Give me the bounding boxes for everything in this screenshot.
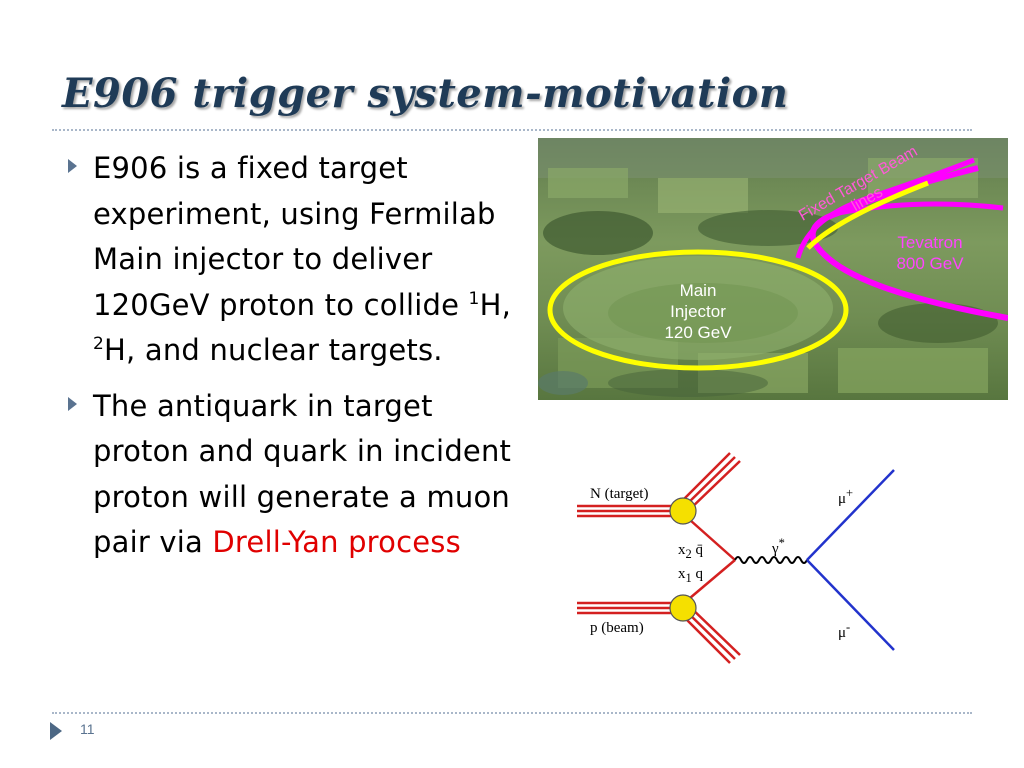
page-number: 11 [80, 721, 95, 737]
photon-symbol: γ [772, 541, 779, 557]
mu-plus-symbol: μ [838, 491, 847, 507]
bullet-text-part: H, and nuclear targets. [104, 333, 443, 367]
mu-plus-superscript: + [846, 486, 854, 500]
target-label: N (target) [590, 486, 649, 502]
photon-label: γ* [772, 536, 785, 558]
bullet-text-part: E906 is a fixed target experiment, using… [93, 151, 496, 322]
feynman-graphic [577, 452, 895, 664]
x2-subscript: 2 [685, 547, 692, 561]
main-injector-label-line: Injector [670, 302, 726, 321]
bullet-arrow-icon [68, 159, 77, 173]
x1-quark-label: x1 q [678, 566, 703, 586]
slide-title: E906 trigger system-motivation [62, 70, 789, 117]
x1-label: x [678, 566, 686, 582]
mu-plus-label: μ+ [838, 486, 853, 508]
superscript-2: 2 [93, 334, 105, 354]
mu-minus-label: μ- [838, 620, 850, 642]
slide-marker-icon [50, 722, 62, 740]
mu-minus-superscript: - [846, 620, 851, 634]
bullet-text-antiquark: The antiquark in target proton and quark… [93, 384, 522, 566]
quark-label: q [695, 566, 704, 582]
bullet-arrow-icon [68, 396, 77, 411]
main-injector-label-line: Main [679, 281, 717, 300]
footer-divider [52, 712, 972, 714]
bullet-list: E906 is a fixed target experiment, using… [62, 146, 522, 576]
photon-superscript: * [778, 536, 785, 550]
bullet-text-part: H, [479, 287, 511, 322]
tevatron-label: Tevatron 800 GeV [896, 233, 964, 273]
main-injector-label-line: 120 GeV [664, 323, 732, 342]
main-injector-label: Main Injector 120 GeV [648, 280, 748, 343]
bullet-item-antiquark: The antiquark in target proton and quark… [62, 384, 522, 566]
fermilab-aerial-photo: Main Injector 120 GeV Tevatron 800 GeV F… [538, 138, 1008, 400]
beam-label: p (beam) [590, 620, 644, 636]
drell-yan-feynman-diagram: N (target) p (beam) x2 q̄ x1 q γ* μ+ μ- [572, 448, 912, 670]
bullet-item-e906: E906 is a fixed target experiment, using… [62, 146, 522, 374]
x2-antiquark-label: x2 q̄ [678, 542, 703, 562]
x2-label: x [678, 542, 686, 558]
drell-yan-highlight: Drell-Yan process [212, 525, 461, 559]
x1-subscript: 1 [685, 571, 692, 585]
bullet-text-e906: E906 is a fixed target experiment, using… [93, 146, 522, 374]
bullet-text-part: The antiquark in target proton and quark… [93, 388, 512, 560]
aerial-photo-graphic [538, 138, 1008, 397]
superscript-1: 1 [468, 288, 480, 309]
mu-minus-symbol: μ [838, 625, 847, 641]
antiquark-label: q̄ [695, 542, 704, 558]
title-divider [52, 129, 972, 131]
